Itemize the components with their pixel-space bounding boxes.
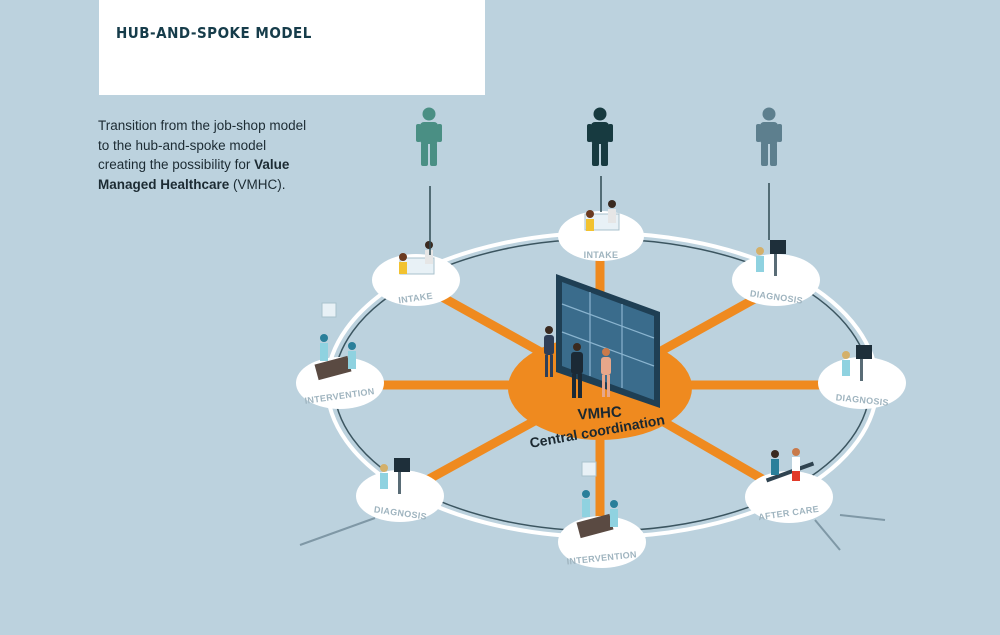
person-icon-left [416,108,442,167]
person-icon-right [756,108,782,167]
node-label-intake-top: INTAKE [584,250,619,260]
person-icon-center [587,108,613,167]
shadow-line [840,515,885,520]
shadow-line [815,520,840,550]
shadow-line [300,518,375,545]
